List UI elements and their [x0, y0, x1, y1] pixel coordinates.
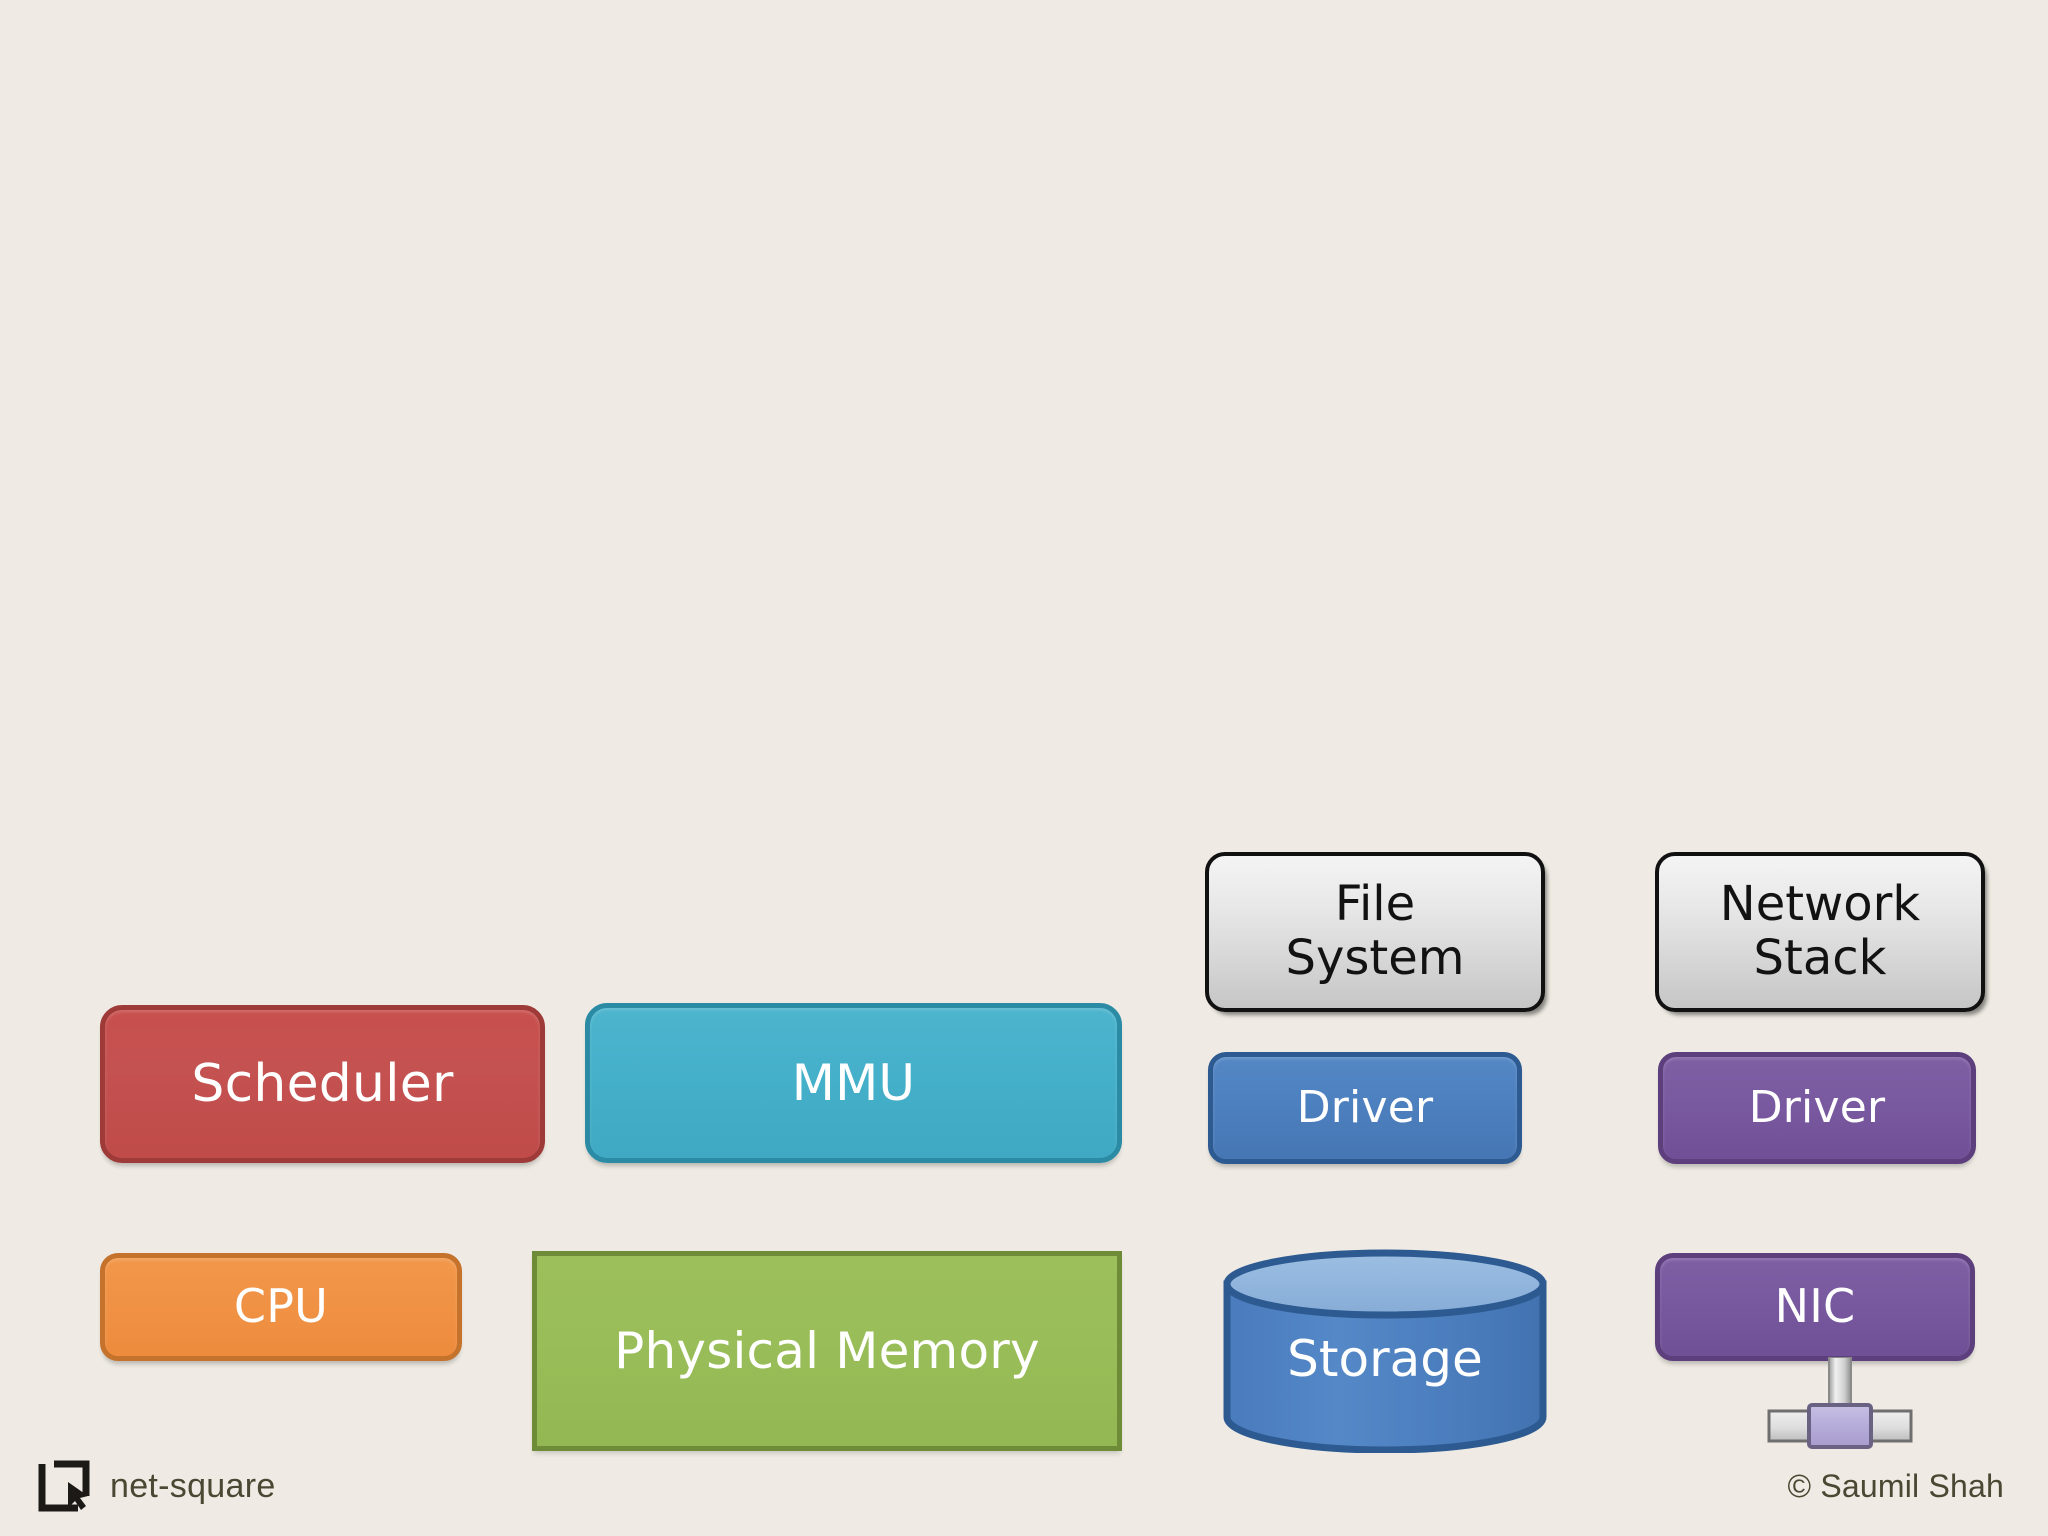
storage-cylinder-icon	[1223, 1249, 1547, 1453]
file-system-box: File System	[1205, 852, 1545, 1012]
net-square-logo-icon	[38, 1460, 90, 1512]
network-stack-label: Network Stack	[1719, 876, 1921, 986]
file-system-label-line2: System	[1285, 930, 1465, 986]
file-system-label: File System	[1285, 876, 1465, 986]
physical-memory-box: Physical Memory	[532, 1251, 1122, 1451]
storage-driver-label: Driver	[1296, 1082, 1434, 1134]
cpu-box: CPU	[100, 1253, 462, 1361]
cpu-label: CPU	[233, 1279, 329, 1334]
network-stack-label-line1: Network	[1719, 876, 1921, 933]
network-stack-label-line2: Stack	[1753, 930, 1887, 986]
network-stack-box: Network Stack	[1655, 852, 1985, 1012]
storage-cylinder: Storage	[1222, 1248, 1548, 1453]
file-system-label-line1: File	[1334, 876, 1416, 933]
net-square-branding: net-square	[38, 1460, 276, 1512]
nic-driver-box: Driver	[1658, 1052, 1976, 1164]
physical-memory-label: Physical Memory	[614, 1322, 1040, 1380]
scheduler-box: Scheduler	[100, 1005, 545, 1163]
nic-label: NIC	[1774, 1279, 1856, 1334]
network-tap-connector-icon	[1755, 1357, 1925, 1457]
nic-driver-label: Driver	[1748, 1082, 1886, 1134]
scheduler-label: Scheduler	[191, 1053, 454, 1114]
net-square-logo-text: net-square	[110, 1466, 276, 1505]
nic-box: NIC	[1655, 1253, 1975, 1361]
mmu-box: MMU	[585, 1003, 1122, 1163]
storage-driver-box: Driver	[1208, 1052, 1522, 1164]
mmu-label: MMU	[791, 1054, 916, 1112]
copyright-notice: © Saumil Shah	[1787, 1468, 2004, 1504]
